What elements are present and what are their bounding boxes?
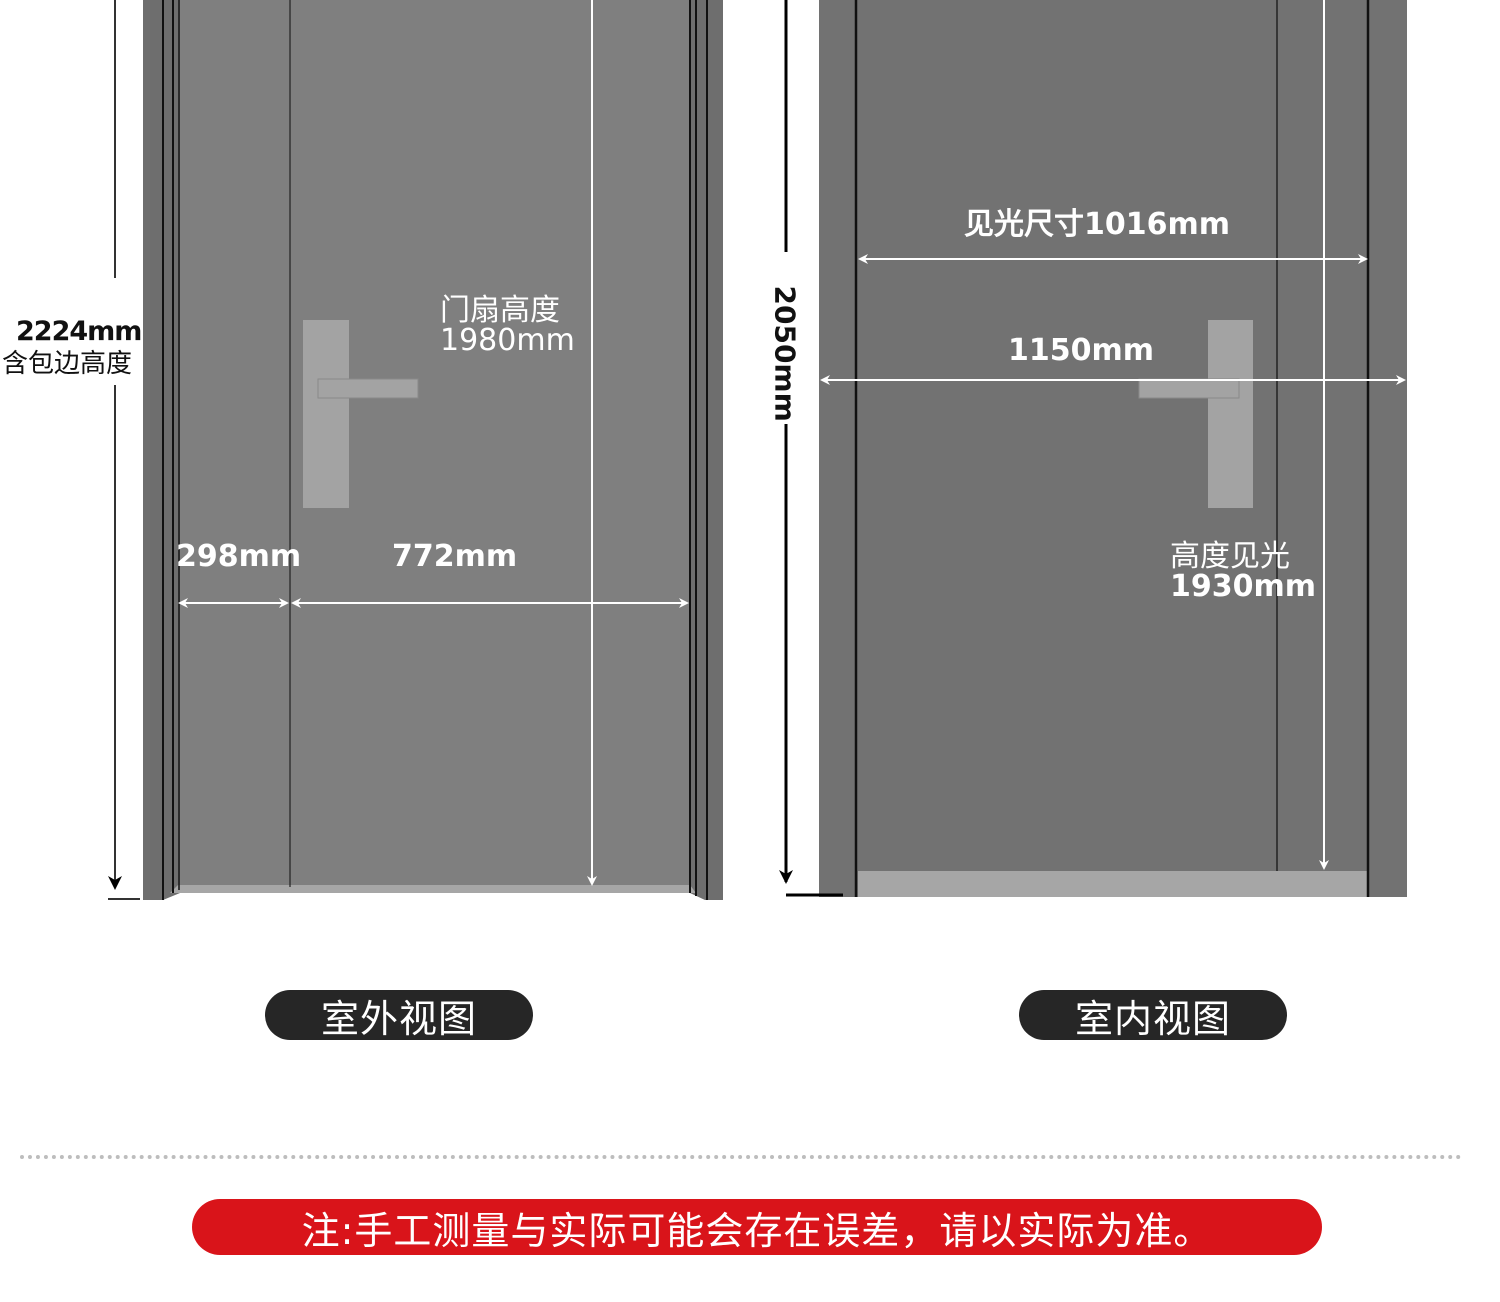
exterior-door (143, 0, 723, 900)
interior-door (819, 0, 1407, 897)
total-height-label: 含包边高度 (2, 349, 133, 379)
clear-width-value: 见光尺寸1016mm (964, 207, 1231, 242)
interior-door-frame (819, 0, 1407, 897)
frame-height-dimension (779, 0, 843, 897)
exterior-threshold (170, 885, 696, 893)
total-height-value: 2224mm (16, 316, 142, 347)
interior-view-caption: 室内视图 (1019, 990, 1287, 1041)
exterior-handle-icon (303, 320, 419, 508)
leaf-height-value: 1980mm (440, 323, 575, 358)
exterior-view-caption: 室外视图 (265, 990, 533, 1041)
main-leaf-width-value: 772mm (392, 539, 518, 574)
clear-height-label: 高度见光 (1170, 539, 1290, 574)
sub-leaf-width-value: 298mm (176, 539, 302, 574)
interior-threshold (858, 871, 1367, 897)
frame-height-value: 2050mm (768, 285, 802, 422)
clear-height-value: 1930mm (1170, 569, 1317, 604)
overall-width-value: 1150mm (1008, 333, 1155, 368)
exterior-door-panel (178, 0, 690, 887)
measurement-note: 注:手工测量与实际可能会存在误差，请以实际为准。 (192, 1199, 1322, 1255)
total-height-dimension (108, 0, 140, 900)
dotted-divider (20, 1155, 1462, 1159)
leaf-height-label: 门扇高度 (440, 293, 560, 328)
